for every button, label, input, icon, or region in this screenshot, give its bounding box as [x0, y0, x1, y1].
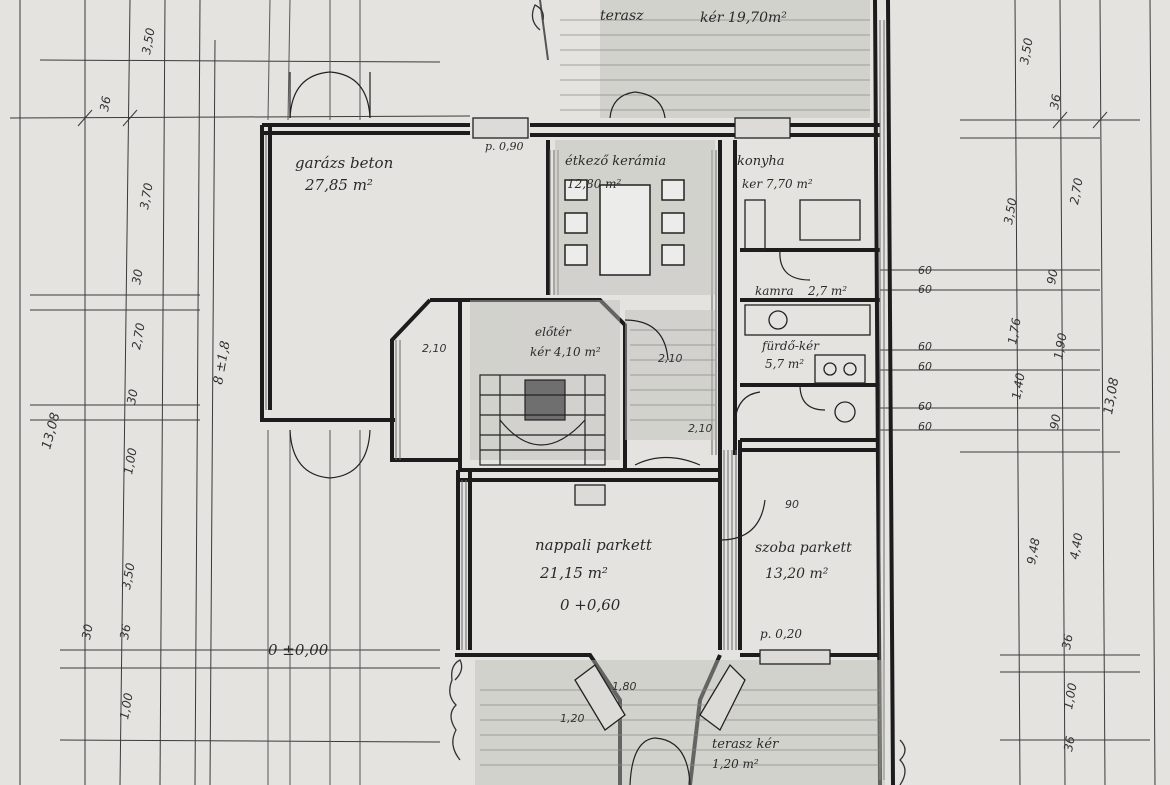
chair — [661, 212, 685, 234]
dim-opening: 60 — [918, 400, 932, 413]
room-name-kamra: kamra — [755, 284, 794, 298]
room-name-furdo: fürdő-kér — [761, 339, 820, 353]
room-area-szoba: 13,20 m² — [765, 566, 829, 582]
dining-table — [599, 184, 651, 276]
opening-dimensions: 60 60 60 60 60 60 2,10 2,10 2,10 90 1,20… — [422, 264, 932, 725]
doors — [289, 71, 826, 785]
dim-right: 3,50 — [1017, 36, 1035, 65]
room-area-eloter: kér 4,10 m² — [530, 345, 601, 359]
right-dimension-chain: 3,50 36 3,50 2,70 90 1,76 1,90 1,40 90 4… — [1001, 36, 1122, 752]
room-area-terasz-bottom: 1,20 m² — [712, 757, 759, 771]
dim-right: 3,50 — [1001, 196, 1019, 225]
staircase — [479, 374, 606, 466]
dim-opening: 1,80 — [612, 680, 637, 693]
dim-right: 36 — [1061, 735, 1078, 753]
level-terasz-left: 8 ±1,8 — [211, 340, 233, 386]
room-area-nappali: 21,15 m² — [539, 564, 608, 582]
room-name-etkezo: étkező kerámia — [565, 154, 666, 169]
shrubs — [449, 4, 906, 785]
dim-right: 1,90 — [1051, 331, 1069, 360]
dimension-lines — [9, 0, 1156, 785]
dim-right: 2,70 — [1067, 176, 1085, 205]
left-dimension-chain: 3,50 36 3,70 30 2,70 30 1,00 3,50 36 1,0… — [39, 26, 157, 720]
room-area-furdo: 5,7 m² — [765, 357, 804, 371]
room-name-terasz-bottom: terasz kér — [712, 737, 779, 752]
dining-set — [564, 179, 685, 276]
wall-hatching — [265, 20, 885, 780]
dim-right: 1,00 — [1061, 681, 1079, 710]
dim-opening: 2,10 — [422, 342, 447, 355]
dim-opening: 90 — [785, 498, 799, 511]
dim-left: 36 — [117, 623, 134, 641]
room-area-gardazs: 27,85 m² — [304, 176, 373, 194]
floor-hatch-lines — [480, 19, 880, 766]
dim-right: 9,48 — [1024, 536, 1042, 565]
dim-opening: 2,10 — [658, 352, 683, 365]
dim-left-total: 13,08 — [39, 411, 63, 451]
dim-left: 3,50 — [139, 26, 157, 55]
chair — [564, 212, 588, 234]
dim-opening: 60 — [918, 340, 932, 353]
room-area-kamra: 2,7 m² — [807, 284, 847, 298]
level-markers: 0 +0,60 0 ±0,00 8 ±1,8 p. 0,20 p. 0,90 — [211, 140, 802, 659]
dim-left: 30 — [79, 623, 96, 641]
chair — [564, 179, 588, 201]
chair — [661, 179, 685, 201]
dim-left: 1,00 — [121, 446, 139, 475]
level-parapet-top: p. 0,90 — [485, 140, 524, 153]
room-name-eloter: előtér — [535, 325, 572, 339]
dim-right: 1,76 — [1005, 316, 1023, 345]
dim-left: 1,00 — [117, 691, 135, 720]
bathroom-fixtures — [744, 199, 871, 423]
dim-right-total: 13,08 — [1101, 376, 1122, 415]
dim-opening: 60 — [918, 264, 932, 277]
chair — [564, 244, 588, 266]
dim-left: 30 — [124, 388, 141, 406]
dim-left: 2,70 — [129, 321, 147, 350]
chair — [661, 244, 685, 266]
dim-right: 90 — [1044, 268, 1061, 286]
dim-opening: 60 — [918, 360, 932, 373]
room-name-terasz-top: terasz — [600, 8, 644, 24]
room-area-konyha: ker 7,70 m² — [742, 177, 813, 191]
dim-right: 1,40 — [1009, 371, 1027, 400]
site-lines — [267, 0, 549, 785]
windows — [472, 117, 831, 731]
walls — [260, 0, 895, 785]
dim-opening: 2,10 — [688, 422, 713, 435]
dim-opening: 1,20 — [560, 712, 585, 725]
dim-left: 3,70 — [137, 181, 155, 210]
dim-right: 36 — [1059, 633, 1076, 651]
dim-left: 3,50 — [119, 561, 137, 590]
dim-opening: 60 — [918, 283, 932, 296]
dim-right: 4,40 — [1067, 531, 1085, 560]
room-area-terasz-top: kér 19,70m² — [700, 10, 787, 26]
level-garage: 0 ±0,00 — [268, 641, 329, 659]
room-name-gardazs: garázs beton — [295, 154, 393, 172]
dim-right: 90 — [1047, 413, 1064, 431]
room-name-nappali: nappali parkett — [535, 536, 653, 554]
dim-left: 30 — [129, 268, 146, 286]
dim-right: 36 — [1047, 93, 1064, 111]
dim-opening: 60 — [918, 420, 932, 433]
room-name-konyha: konyha — [737, 154, 785, 169]
level-nappali: 0 +0,60 — [560, 596, 621, 614]
dim-left: 36 — [97, 95, 114, 113]
room-labels: terasz kér 19,70m² garázs beton 27,85 m²… — [295, 8, 852, 771]
room-area-etkezo: 12,80 m² — [567, 177, 622, 191]
level-parapet: p. 0,20 — [760, 627, 802, 641]
room-name-szoba: szoba parkett — [755, 540, 852, 556]
